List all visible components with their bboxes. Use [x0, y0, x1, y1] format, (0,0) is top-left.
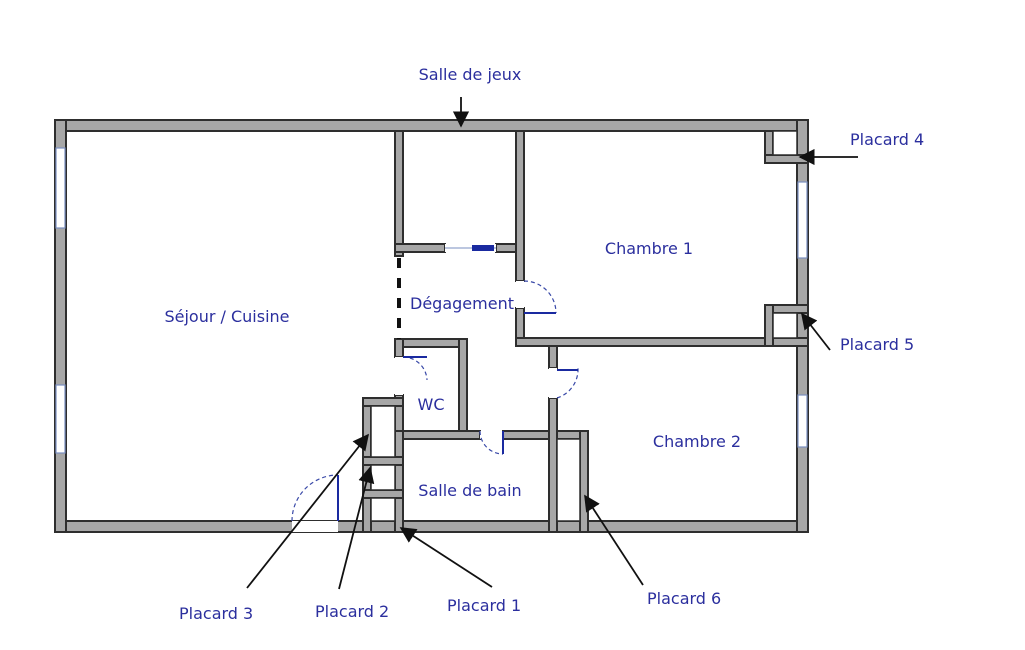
windows: [55, 147, 808, 454]
callout-placard5: Placard 5: [840, 335, 914, 354]
wall-placard3-bottom: [362, 456, 404, 466]
window-sejour-lower: [55, 384, 66, 454]
placard6-interior: [556, 438, 581, 522]
entrance-opening: [292, 521, 338, 532]
room-label-salle-de-bain: Salle de bain: [418, 481, 521, 500]
placard4-interior: [772, 130, 798, 156]
wall-bath-right: [548, 345, 558, 369]
callout-salle-de-jeux: Salle de jeux: [419, 65, 522, 84]
wc-door-opening: [395, 357, 403, 395]
callout-placard4: Placard 4: [850, 130, 924, 149]
wall-play-bottom: [394, 243, 446, 253]
closet-interiors: [370, 130, 798, 522]
room-label-chambre2: Chambre 2: [653, 432, 741, 451]
arrow-placard6: [584, 494, 644, 586]
arrow-placard2: [338, 466, 375, 590]
callout-placard1: Placard 1: [447, 596, 521, 615]
wall-bath-right-lower: [548, 397, 558, 533]
placard5-interior: [772, 312, 798, 339]
arrow-placard1: [399, 527, 493, 588]
wall-bath-top-right: [502, 430, 589, 440]
playroom-sliding-panel: [472, 245, 494, 251]
doors: [291, 244, 579, 532]
wall-wc-right: [458, 338, 468, 440]
room-label-wc: WC: [418, 395, 445, 414]
walls: [54, 119, 809, 533]
outer-wall-top: [54, 119, 809, 132]
wall-placard2-bottom: [362, 489, 404, 499]
callout-placard3: Placard 3: [179, 604, 253, 623]
wc-door-swing: [402, 356, 428, 381]
arrow-placard3: [246, 433, 370, 589]
chambre2-door-opening: [549, 368, 557, 398]
wall-ch1-left: [515, 130, 525, 282]
wall-placards-top: [362, 397, 404, 407]
chambre1-door-swing: [523, 280, 557, 314]
bath-door-opening: [480, 431, 503, 439]
chambre2-door-swing: [556, 367, 579, 399]
wall-wc-top: [394, 338, 468, 348]
placard3-interior: [370, 405, 396, 458]
callout-labels: Salle de jeux Placard 4 Placard 5 Placar…: [179, 65, 924, 623]
window-sejour-upper: [55, 147, 66, 229]
arrow-placard5: [801, 312, 831, 351]
bath-door-swing: [479, 430, 504, 455]
outer-wall-left: [54, 119, 67, 533]
chambre1-door-opening: [516, 281, 524, 308]
wall-wc-bottom: [394, 430, 481, 440]
wall-placard5-left: [764, 304, 774, 347]
outer-wall-bottom: [54, 520, 809, 533]
room-labels: Séjour / Cuisine Chambre 1 Chambre 2 Dég…: [164, 239, 741, 500]
callout-arrows: [246, 97, 858, 590]
callout-placard2: Placard 2: [315, 602, 389, 621]
placard2-interior: [370, 464, 396, 491]
window-chambre1: [797, 181, 808, 259]
room-label-sejour: Séjour / Cuisine: [164, 307, 289, 326]
wall-bath-left: [394, 430, 404, 533]
wall-ch1-bottom: [515, 337, 809, 347]
callout-placard6: Placard 6: [647, 589, 721, 608]
wall-play-left: [394, 130, 404, 257]
wall-placard6-right: [579, 430, 589, 533]
wall-wc-left-stub: [394, 338, 404, 358]
placard1-interior: [370, 497, 396, 522]
room-label-degagement: Dégagement: [410, 294, 514, 313]
room-label-chambre1: Chambre 1: [605, 239, 693, 258]
window-chambre2: [797, 394, 808, 448]
entrance-door-swing: [291, 474, 339, 522]
